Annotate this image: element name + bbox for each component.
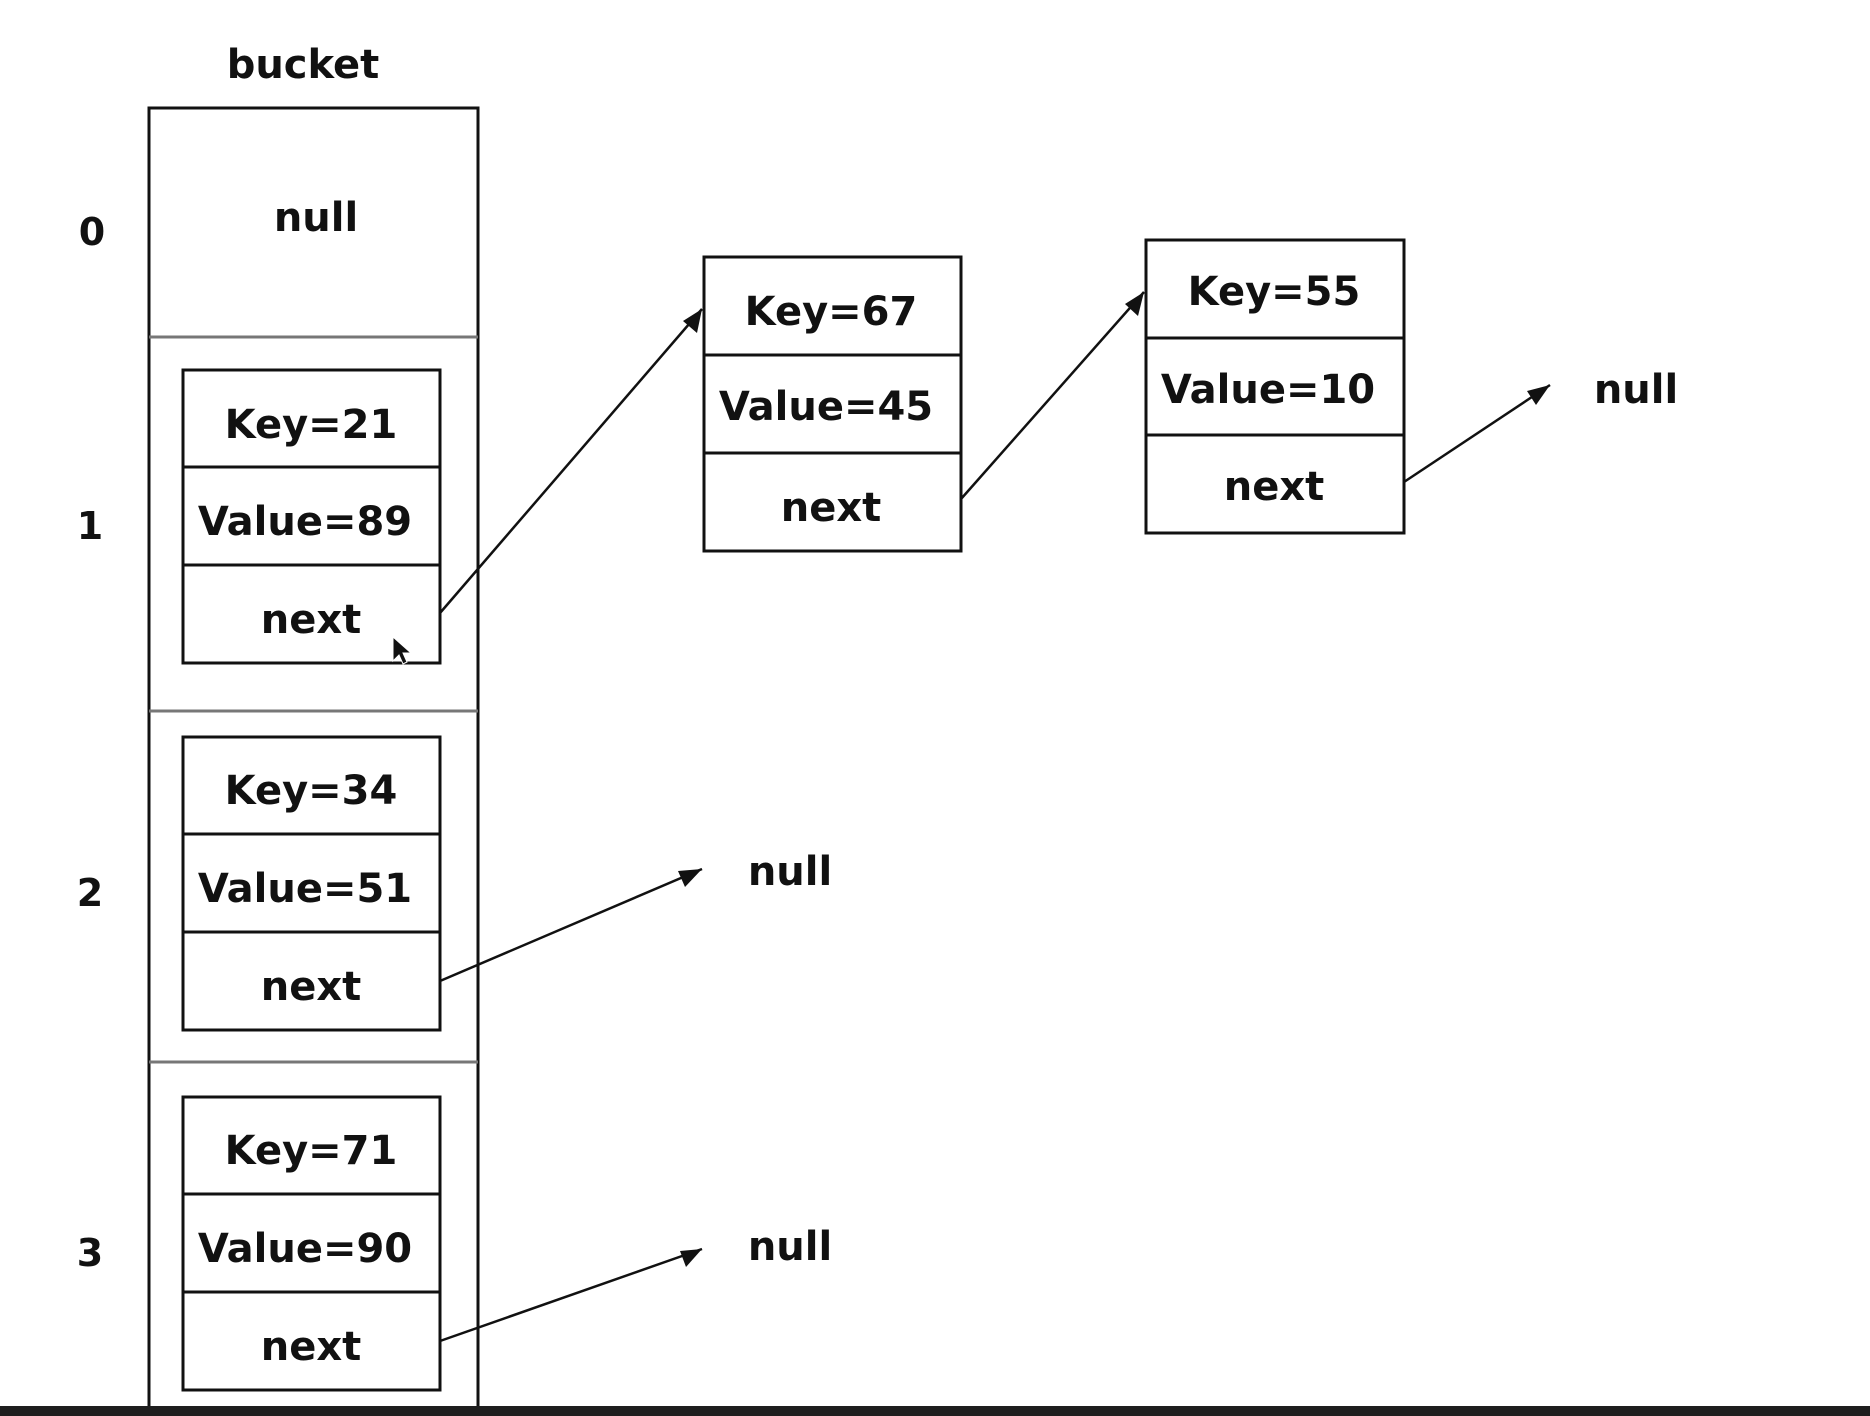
arrowhead-key71-to-null <box>680 1249 702 1267</box>
node-value-label: Value=90 <box>197 1226 413 1272</box>
bucket-array-title: bucket <box>226 42 380 88</box>
node-key-label: Key=21 <box>224 402 398 448</box>
node-value-label: Value=51 <box>197 866 413 912</box>
mouse-cursor-icon <box>392 635 413 665</box>
arrow-key34-to-null <box>439 867 703 983</box>
node-box-key21 <box>181 368 442 665</box>
null-terminator: null <box>1593 367 1679 413</box>
node-box-key71 <box>181 1095 442 1392</box>
node-next-label: next <box>260 597 362 643</box>
bucket-0-null-text: null <box>273 195 359 241</box>
node-box-key34 <box>181 735 442 1032</box>
arrowhead-key67-to-key55 <box>1125 292 1144 316</box>
node-key-label: Key=67 <box>744 289 918 335</box>
bucket-array-frame <box>147 106 480 1410</box>
bucket-index-0: 0 <box>78 210 106 254</box>
arrow-key21-to-key67 <box>439 308 703 614</box>
bucket-index-3: 3 <box>76 1231 104 1275</box>
node-next-label: next <box>780 485 882 531</box>
node-next-label: next <box>1223 464 1325 510</box>
node-box-key67 <box>702 255 963 553</box>
node-value-label: Value=10 <box>1160 367 1376 413</box>
window-bottom-edge <box>0 1406 1870 1416</box>
node-next-label: next <box>260 964 362 1010</box>
arrowhead-key55-to-null <box>1527 385 1550 405</box>
null-terminator: null <box>747 849 833 895</box>
bucket-index-2: 2 <box>76 871 104 915</box>
node-next-label: next <box>260 1324 362 1370</box>
node-key-label: Key=71 <box>224 1128 398 1174</box>
arrow-key71-to-null <box>439 1247 703 1343</box>
arrow-key55-to-null <box>1403 383 1551 484</box>
node-value-label: Value=45 <box>718 384 934 430</box>
node-value-label: Value=89 <box>197 499 413 545</box>
arrow-key67-to-key55 <box>960 291 1145 500</box>
arrowhead-key21-to-key67 <box>683 309 702 333</box>
node-box-key55 <box>1144 238 1406 535</box>
bucket-index-1: 1 <box>76 504 104 548</box>
node-key-label: Key=34 <box>224 768 398 814</box>
node-key-label: Key=55 <box>1187 269 1361 315</box>
null-terminator: null <box>747 1224 833 1270</box>
arrowhead-key34-to-null <box>678 869 702 887</box>
